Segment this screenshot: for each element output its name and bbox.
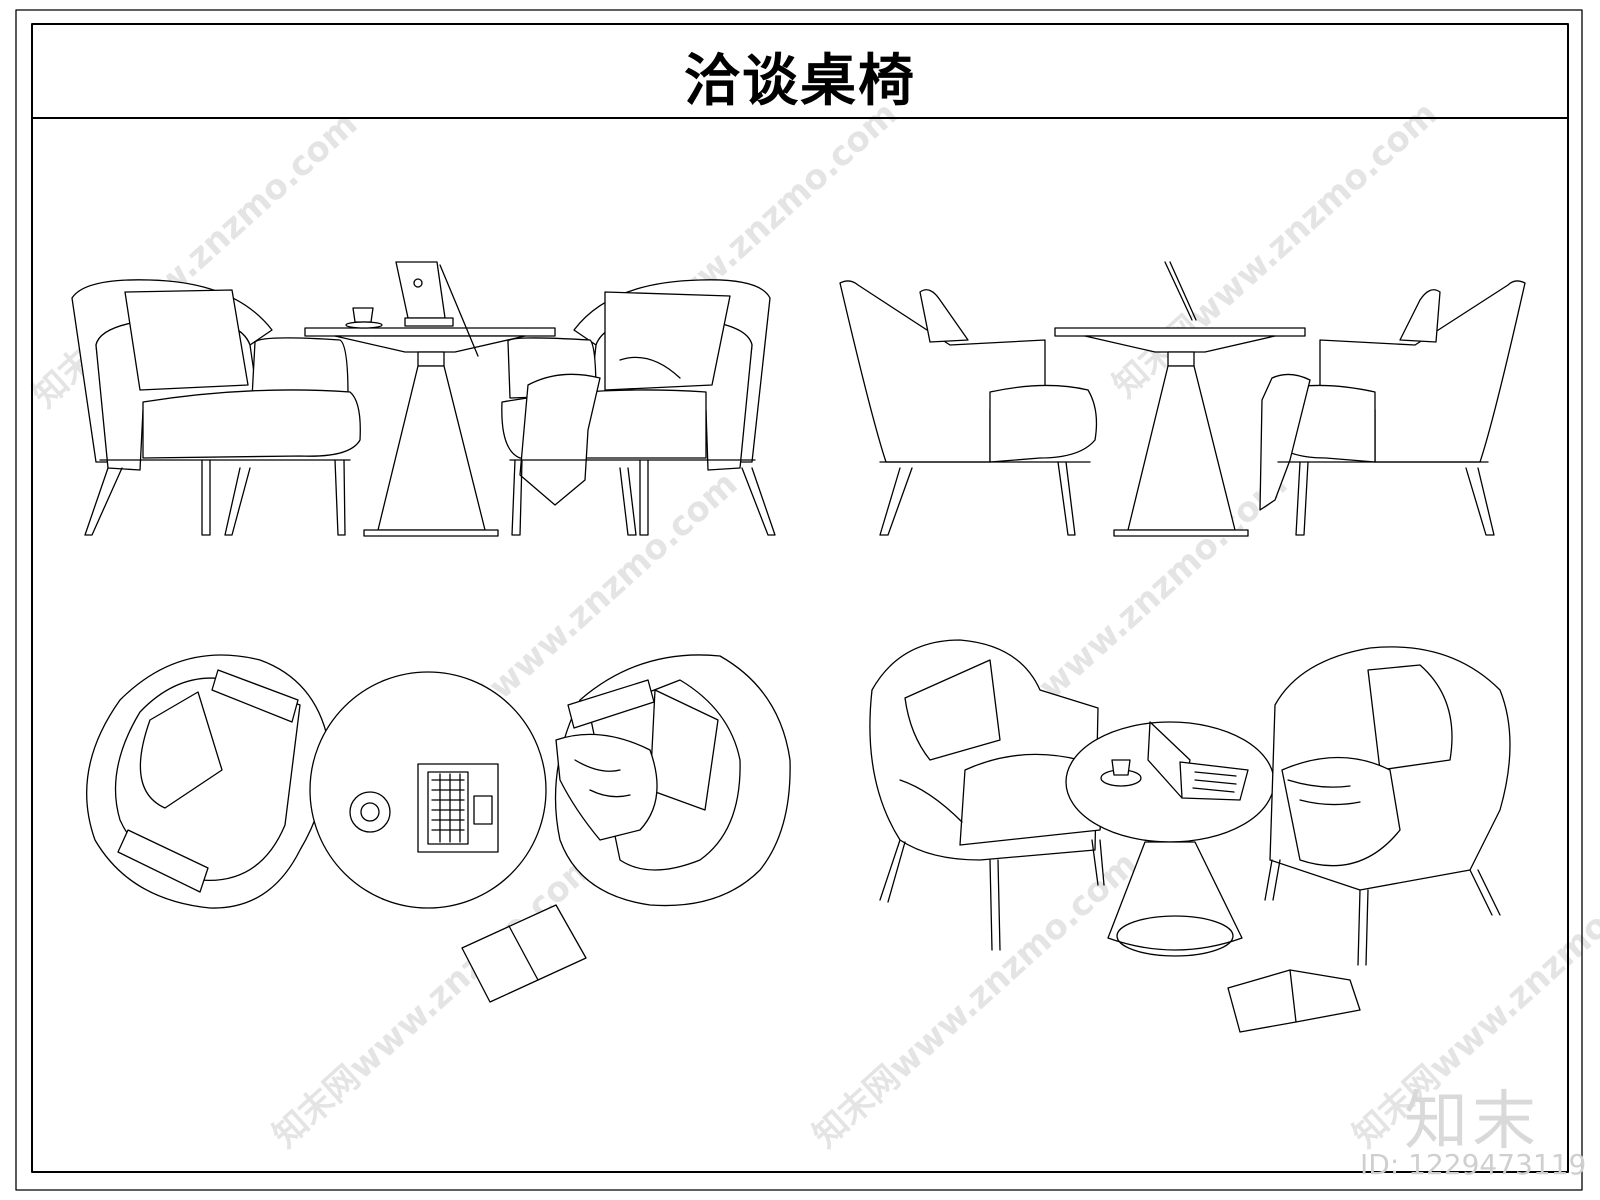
top-plan [86, 654, 791, 1003]
page-title: 洽谈桌椅 [684, 49, 916, 114]
side-elevation [839, 261, 1526, 537]
image-id-watermark: ID: 1229473119 [1360, 1148, 1587, 1181]
perspective [869, 639, 1511, 1033]
brand-watermark: 知末 [1404, 1085, 1540, 1159]
front-elevation [71, 261, 776, 537]
